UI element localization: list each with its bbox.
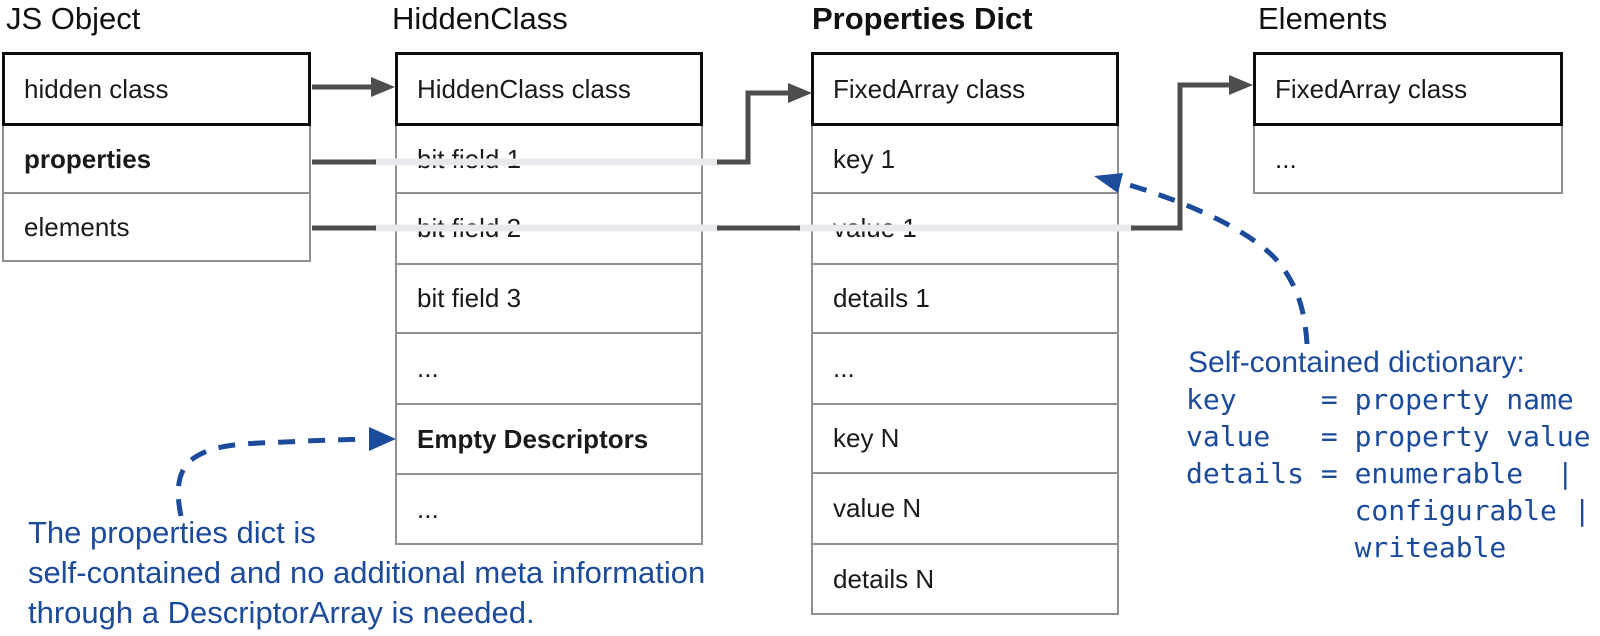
arrowhead-to-empty-descriptors-icon bbox=[369, 427, 396, 451]
elements-pointer-line bbox=[1131, 82, 1230, 231]
properties-pointer-line bbox=[717, 90, 789, 165]
code-line: details = enumerable | bbox=[1186, 457, 1574, 490]
table-row: details 1 bbox=[813, 263, 1117, 332]
left-note-line: self-contained and no additional meta in… bbox=[28, 555, 706, 590]
table-row: Empty Descriptors bbox=[397, 403, 701, 473]
cell-label: ... bbox=[417, 493, 439, 524]
cell-label: bit field 3 bbox=[417, 283, 522, 313]
column-title-properties-dict: Properties Dict bbox=[812, 1, 1033, 36]
cell-label: properties bbox=[24, 143, 152, 174]
right-note-dashed-curve bbox=[1125, 181, 1310, 345]
column-title-hiddenclass: HiddenClass bbox=[392, 1, 568, 36]
cell-label: elements bbox=[24, 211, 130, 242]
cell-label: key N bbox=[833, 423, 900, 453]
code-line: writeable bbox=[1186, 531, 1507, 564]
left-note-line: The properties dict is bbox=[28, 515, 316, 550]
table-row: properties bbox=[4, 124, 309, 192]
cell-label: value N bbox=[833, 493, 922, 523]
properties-dict-table: FixedArray class key 1 value 1 details 1...… bbox=[811, 52, 1119, 615]
cell-label: HiddenClass class bbox=[417, 73, 631, 104]
cell-label: ... bbox=[1275, 143, 1297, 174]
table-row: key N bbox=[813, 403, 1117, 472]
cell-label: key 1 bbox=[833, 143, 896, 174]
cell-label: details 1 bbox=[833, 283, 930, 313]
table-row: ... bbox=[813, 332, 1117, 403]
left-note: The properties dict is self-contained an… bbox=[28, 513, 705, 633]
table-row: bit field 3 bbox=[397, 263, 701, 332]
table-row: ... bbox=[397, 332, 701, 403]
cell-label: FixedArray class bbox=[833, 73, 1026, 104]
table-row: FixedArray class bbox=[1253, 52, 1563, 126]
cell-label: bit field 2 bbox=[417, 213, 522, 243]
cell-label: ... bbox=[833, 353, 855, 383]
table-row: FixedArray class bbox=[811, 52, 1119, 126]
right-note-heading: Self-contained dictionary: bbox=[1188, 346, 1525, 379]
arrowhead-to-properties-dict-icon bbox=[788, 83, 812, 103]
table-row: details N bbox=[813, 543, 1117, 613]
js-object-table: hidden class properties elements bbox=[2, 52, 311, 262]
cell-label: ... bbox=[417, 353, 439, 383]
cell-label: FixedArray class bbox=[1275, 73, 1468, 104]
table-row: hidden class bbox=[2, 52, 311, 126]
cell-label: hidden class bbox=[24, 73, 169, 104]
elements-table: FixedArray class... bbox=[1253, 52, 1563, 194]
column-title-js-object: JS Object bbox=[6, 1, 141, 36]
table-row: value N bbox=[813, 472, 1117, 543]
hiddenclass-table: HiddenClass class bit field 1 bit field 2 b… bbox=[395, 52, 703, 545]
left-note-dashed-curve bbox=[175, 436, 369, 517]
table-row: value 1 bbox=[813, 192, 1117, 263]
table-row: key 1 bbox=[813, 124, 1117, 192]
code-line: value = property value bbox=[1186, 420, 1591, 453]
table-row: elements bbox=[4, 192, 309, 260]
table-row: bit field 2 bbox=[397, 192, 701, 263]
arrowhead-to-elements-icon bbox=[1229, 75, 1253, 95]
table-row: ... bbox=[1255, 124, 1561, 192]
column-title-elements: Elements bbox=[1258, 1, 1388, 36]
table-row: ... bbox=[397, 473, 701, 543]
right-note-code: key = property name value = property val… bbox=[1186, 381, 1591, 566]
table-row: bit field 1 bbox=[397, 124, 701, 192]
cell-label: details N bbox=[833, 563, 935, 594]
arrowhead-to-hiddenclass-icon bbox=[371, 77, 395, 97]
table-row: HiddenClass class bbox=[395, 52, 703, 126]
left-note-line: through a DescriptorArray is needed. bbox=[28, 595, 535, 630]
code-line: key = property name bbox=[1186, 383, 1574, 416]
cell-label: Empty Descriptors bbox=[417, 423, 649, 454]
cell-label: bit field 1 bbox=[417, 143, 522, 174]
dashed-annotation-arrows bbox=[175, 181, 1310, 517]
code-line: configurable | bbox=[1186, 494, 1591, 527]
cell-label: value 1 bbox=[833, 213, 917, 243]
